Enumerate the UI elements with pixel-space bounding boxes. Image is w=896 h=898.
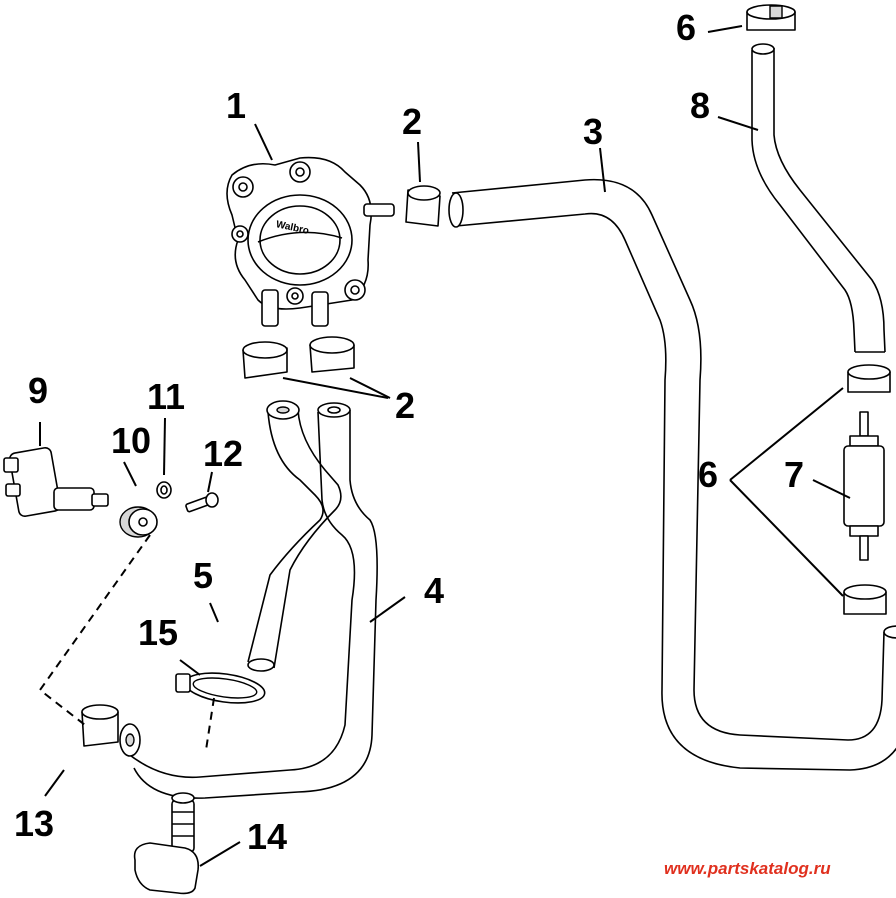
hose-4 [119,402,378,799]
callout-4: 4 [424,570,444,611]
hose-3-far-end [883,625,896,639]
leader-6-upper [729,387,844,481]
leader-3 [599,147,606,193]
clamp-15 [175,672,266,704]
washer-11 [156,481,172,499]
hose-8 [751,43,886,353]
callout-14: 14 [247,816,287,857]
callout-13: 13 [14,803,54,844]
hose-3-end [448,192,464,228]
callout-labels: 1 2 2 3 4 5 6 6 7 8 9 10 11 12 13 14 15 [14,7,804,857]
clamp-2-left [242,341,288,379]
clamp-2-outlet [405,185,441,227]
callout-5: 5 [193,555,213,596]
leader-6-top [707,25,743,33]
clamp-6-lower [843,584,887,615]
clamp-13 [81,704,119,747]
fuel-filter-7 [843,411,885,561]
callout-9: 9 [28,370,48,411]
fuel-pump-1: Walbro [226,156,395,327]
leader-5 [209,602,219,623]
clamp-6-top [746,4,796,31]
leader-13 [44,769,65,797]
leader-lines [38,25,851,867]
leader-15 [179,659,201,676]
callout-7: 7 [784,454,804,495]
leader-2-top [417,141,421,183]
callout-11: 11 [147,376,185,417]
leader-8 [717,116,759,131]
hose-3 [448,178,896,771]
callout-6-top: 6 [676,7,696,48]
leader-2-left [282,377,389,399]
clamp-6-middle [847,364,891,393]
callout-6-middle: 6 [698,454,718,495]
valve-9 [3,446,109,518]
clamp-2-right [309,336,355,373]
screw-12 [185,492,219,513]
callout-1: 1 [226,85,246,126]
leader-14 [199,841,241,867]
leader-6-lower [729,479,844,597]
fitting-14 [133,792,200,895]
dashed-line-13 [38,534,151,726]
callout-3: 3 [583,111,603,152]
leader-7 [812,479,851,499]
callout-2-lower: 2 [395,385,415,426]
leader-1 [254,123,273,161]
dashed-line-15 [205,697,215,751]
watermark-text: www.partskatalog.ru [664,859,831,878]
leader-12 [207,471,213,493]
hose-8-top-end [751,43,775,55]
callout-10: 10 [111,420,151,461]
callout-15: 15 [138,612,178,653]
callout-8: 8 [690,85,710,126]
hose-5 [247,400,342,672]
callout-12: 12 [203,433,243,474]
leader-11 [163,417,166,476]
leader-10 [123,461,137,487]
grommet-10 [119,506,158,538]
leader-2-right [349,377,391,399]
callout-2-top: 2 [402,101,422,142]
leader-4 [369,596,406,623]
